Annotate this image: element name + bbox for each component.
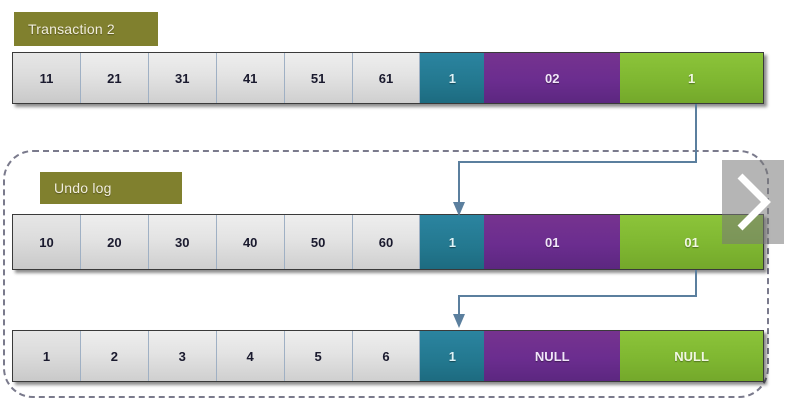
transaction-2-chip: Transaction 2	[14, 12, 158, 46]
cell-gray: 40	[216, 215, 285, 269]
cell-gray: 30	[148, 215, 217, 269]
cell-gray: 2	[80, 331, 149, 381]
cell-purple: 01	[484, 215, 621, 269]
cell-purple: NULL	[484, 331, 621, 381]
cell-gray: 51	[284, 53, 353, 103]
cell-gray: 3	[148, 331, 217, 381]
cell-gray: 1	[13, 331, 81, 381]
next-chevron-icon[interactable]	[722, 160, 784, 244]
cell-teal: 1	[420, 215, 485, 269]
undo-log-chip: Undo log	[40, 172, 182, 204]
cell-green: NULL	[620, 331, 763, 381]
connector-transaction-to-undo-1	[450, 100, 710, 220]
cell-green: 1	[620, 53, 763, 103]
cell-gray: 61	[352, 53, 421, 103]
cell-gray: 6	[352, 331, 421, 381]
cell-gray: 11	[13, 53, 81, 103]
cell-gray: 4	[216, 331, 285, 381]
cell-gray: 41	[216, 53, 285, 103]
cell-gray: 50	[284, 215, 353, 269]
cell-gray: 21	[80, 53, 149, 103]
cell-gray: 60	[352, 215, 421, 269]
cell-teal: 1	[420, 53, 485, 103]
cell-gray: 5	[284, 331, 353, 381]
cell-purple: 02	[484, 53, 621, 103]
cell-gray: 20	[80, 215, 149, 269]
cell-teal: 1	[420, 331, 485, 381]
cell-gray: 10	[13, 215, 81, 269]
cell-gray: 31	[148, 53, 217, 103]
